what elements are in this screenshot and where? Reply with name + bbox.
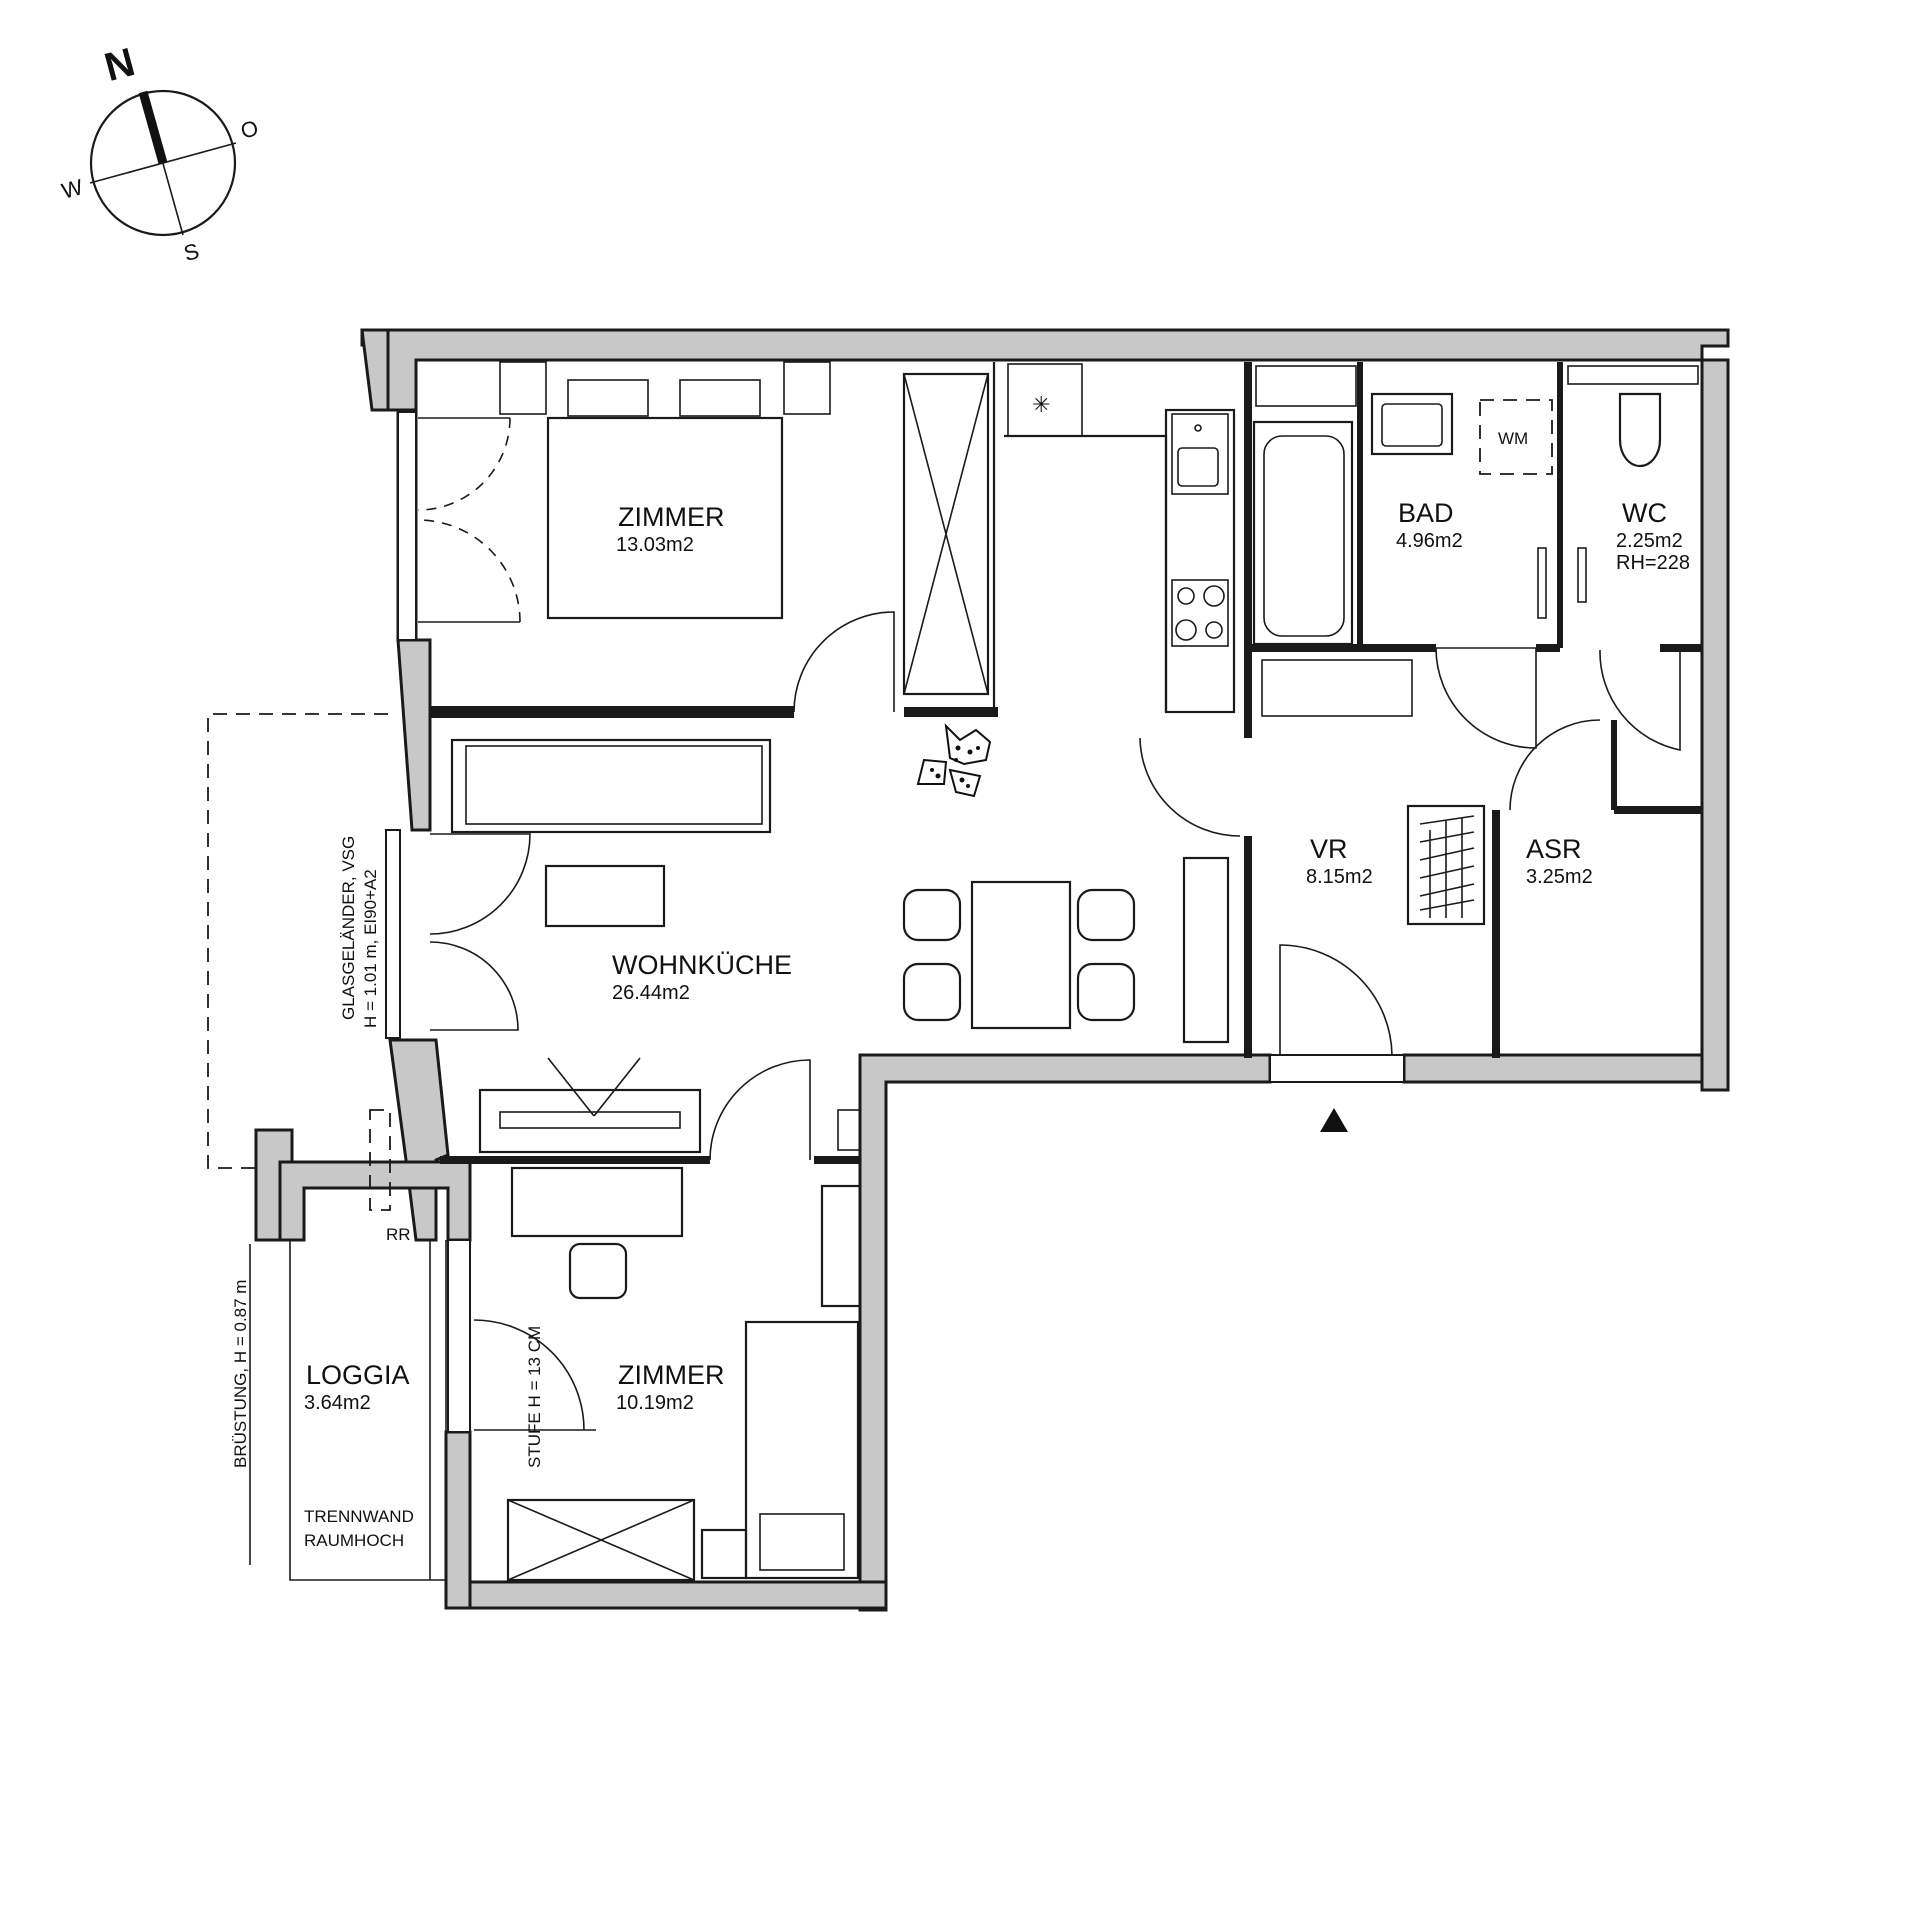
- room-label-asr: ASR 3.25m2: [1526, 834, 1593, 888]
- partition-note-line-1: TRENNWAND: [304, 1507, 414, 1526]
- room-name: LOGGIA: [306, 1360, 410, 1390]
- zimmer-2-furniture: [506, 1166, 862, 1582]
- room-label-wc: WC 2.25m2 RH=228: [1616, 498, 1690, 574]
- loggia-rail: [429, 1240, 447, 1580]
- room-area: 8.15m2: [1306, 866, 1373, 888]
- glass-railing-line-1: GLASGELÄNDER, VSG: [339, 836, 358, 1020]
- wardrobe: [902, 362, 996, 712]
- bath-fixtures: [1252, 365, 1699, 717]
- compass-north-label: N: [100, 40, 139, 90]
- room-area: 26.44m2: [612, 982, 690, 1004]
- room-name: ZIMMER: [618, 502, 724, 532]
- living-furniture: [450, 738, 1230, 1154]
- plant-icon: [916, 723, 992, 798]
- zimmer-1-furniture: [499, 361, 831, 620]
- room-label-zimmer-1: ZIMMER 13.03m2: [616, 502, 724, 556]
- rr-label: RR: [386, 1225, 411, 1244]
- washing-machine-label: WM: [1498, 429, 1528, 448]
- step-note: STUFE H = 13 CM: [525, 1326, 544, 1468]
- svg-text:✳: ✳: [1032, 392, 1050, 417]
- compass-east-label: O: [238, 115, 261, 144]
- room-label-vr: VR 8.15m2: [1306, 834, 1373, 888]
- room-area: 3.64m2: [304, 1392, 371, 1414]
- compass: N O S W: [59, 40, 261, 266]
- room-name: BAD: [1398, 498, 1454, 528]
- room-label-loggia: LOGGIA 3.64m2: [304, 1360, 410, 1414]
- room-label-bad: BAD 4.96m2: [1396, 498, 1463, 552]
- room-area: 10.19m2: [616, 1392, 694, 1414]
- room-name: VR: [1310, 834, 1348, 864]
- windows: [385, 411, 1405, 1433]
- room-area: 3.25m2: [1526, 866, 1593, 888]
- room-name: WC: [1622, 498, 1667, 528]
- glass-railing-note: GLASGELÄNDER, VSG H = 1.01 m, EI90+A2: [339, 836, 380, 1028]
- kitchen-counter: ✳: [1004, 363, 1236, 714]
- interior-walls: [430, 362, 1702, 1164]
- room-area: 2.25m2: [1616, 530, 1683, 552]
- room-extra: RH=228: [1616, 552, 1690, 574]
- exterior-walls: [254, 328, 1730, 1612]
- partition-note-line-2: RAUMHOCH: [304, 1531, 404, 1550]
- compass-south-label: S: [181, 238, 202, 266]
- parapet-note: BRÜSTUNG, H = 0.87 m: [231, 1280, 250, 1468]
- glass-railing-line-2: H = 1.01 m, EI90+A2: [361, 869, 380, 1028]
- room-name: ZIMMER: [618, 1360, 724, 1390]
- room-name: WOHNKÜCHE: [612, 950, 792, 980]
- balcony-outline: [207, 713, 447, 1581]
- room-area: 13.03m2: [616, 534, 694, 556]
- doors: [417, 417, 1681, 1431]
- room-name: ASR: [1526, 834, 1582, 864]
- room-label-wohnkueche: WOHNKÜCHE 26.44m2: [612, 950, 792, 1004]
- room-area: 4.96m2: [1396, 530, 1463, 552]
- vr-wardrobe: [1406, 804, 1486, 926]
- compass-west-label: W: [59, 174, 86, 204]
- room-label-zimmer-2: ZIMMER 10.19m2: [616, 1360, 724, 1414]
